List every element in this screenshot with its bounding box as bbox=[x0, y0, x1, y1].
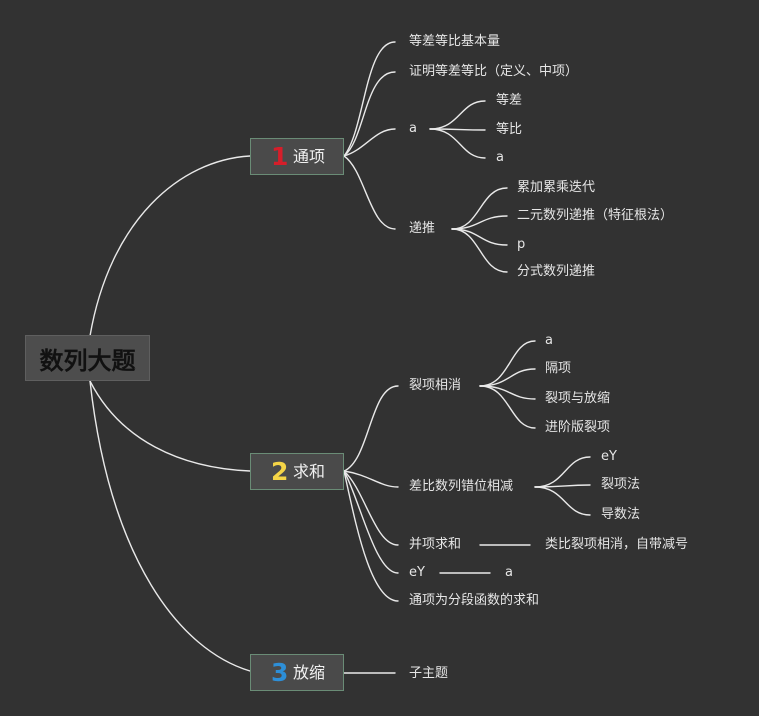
number-1-icon: 1 bbox=[271, 142, 289, 171]
subtopic-a[interactable]: a bbox=[505, 565, 513, 580]
number-3-icon: 3 bbox=[271, 658, 289, 687]
topic-grouped-sum[interactable]: 并项求和 bbox=[409, 537, 462, 552]
topic-prove-sequence[interactable]: 证明等差等比（定义、中项） bbox=[409, 64, 579, 79]
subtopic-geometric[interactable]: 等比 bbox=[496, 122, 523, 137]
link-root-b1 bbox=[89, 155, 251, 337]
link-root-b2 bbox=[89, 380, 251, 472]
subtopic-telescoping-method[interactable]: 裂项法 bbox=[601, 477, 641, 492]
number-2-icon: 2 bbox=[271, 457, 289, 486]
subtopic-derivative-method[interactable]: 导数法 bbox=[601, 507, 641, 522]
subtopic-characteristic-root[interactable]: 二元数列递推（特征根法） bbox=[517, 208, 674, 223]
branch-scaling[interactable]: 3 放缩 bbox=[250, 654, 344, 691]
topic-recurrence[interactable]: 递推 bbox=[409, 221, 436, 236]
topic-subtopic[interactable]: 子主题 bbox=[409, 666, 449, 681]
subtopic-a[interactable]: a bbox=[545, 333, 553, 348]
subtopic-p[interactable]: p bbox=[517, 237, 526, 252]
topic-shifted-subtraction[interactable]: 差比数列错位相减 bbox=[409, 479, 514, 494]
subtopic-telescope-scaling[interactable]: 裂项与放缩 bbox=[545, 391, 611, 406]
branch-general-term[interactable]: 1 通项 bbox=[250, 138, 344, 175]
topic-telescoping[interactable]: 裂项相消 bbox=[409, 378, 462, 393]
root-topic-label: 数列大题 bbox=[39, 346, 136, 375]
subtopic-accumulate-iterate[interactable]: 累加累乘迭代 bbox=[517, 180, 596, 195]
topic-ey[interactable]: eY bbox=[409, 565, 425, 580]
branch-summation[interactable]: 2 求和 bbox=[250, 453, 344, 490]
subtopic-analogy-telescoping[interactable]: 类比裂项相消，自带减号 bbox=[545, 537, 689, 552]
branch-label: 求和 bbox=[293, 461, 326, 481]
subtopic-fractional-recurrence[interactable]: 分式数列递推 bbox=[517, 264, 596, 279]
branch-label: 通项 bbox=[293, 146, 326, 166]
branch-label: 放缩 bbox=[293, 662, 326, 682]
topic-basic-quantities[interactable]: 等差等比基本量 bbox=[409, 34, 501, 49]
root-topic[interactable]: 数列大题 bbox=[25, 335, 150, 381]
subtopic-alternate-terms[interactable]: 隔项 bbox=[545, 361, 572, 376]
subtopic-a[interactable]: a bbox=[496, 150, 504, 165]
subtopic-arithmetic[interactable]: 等差 bbox=[496, 93, 523, 108]
topic-piecewise-sum[interactable]: 通项为分段函数的求和 bbox=[409, 593, 540, 608]
subtopic-ey[interactable]: eY bbox=[601, 449, 617, 464]
link-root-b3 bbox=[89, 380, 251, 672]
topic-a[interactable]: a bbox=[409, 121, 417, 136]
subtopic-advanced-telescoping[interactable]: 进阶版裂项 bbox=[545, 420, 611, 435]
